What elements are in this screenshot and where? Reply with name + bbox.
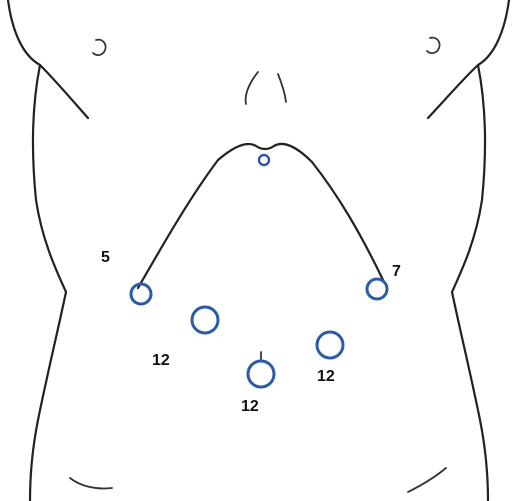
port-label-left-lower: 12: [152, 352, 170, 369]
port-right-upper: [367, 279, 387, 299]
port-left-upper: [131, 284, 151, 304]
lower-abdomen-right-line: [408, 468, 446, 492]
port-label-left-upper: 5: [101, 249, 110, 266]
port-left-lower: [192, 307, 218, 333]
left-torso-outline: [8, 0, 88, 501]
chest-center-line-right: [278, 74, 286, 102]
costal-margin: [138, 144, 384, 288]
right-nipple: [427, 38, 440, 53]
right-torso-outline: [428, 0, 509, 501]
chest-center-line-left: [246, 72, 258, 104]
port-center-lower: [248, 361, 274, 387]
port-label-right-upper: 7: [392, 263, 401, 280]
port-right-lower: [317, 332, 343, 358]
port-xiphoid: [259, 155, 269, 165]
left-nipple: [93, 40, 106, 55]
lower-abdomen-left-line: [70, 478, 112, 489]
port-label-right-lower: 12: [317, 368, 335, 385]
port-label-center-lower: 12: [241, 398, 259, 415]
